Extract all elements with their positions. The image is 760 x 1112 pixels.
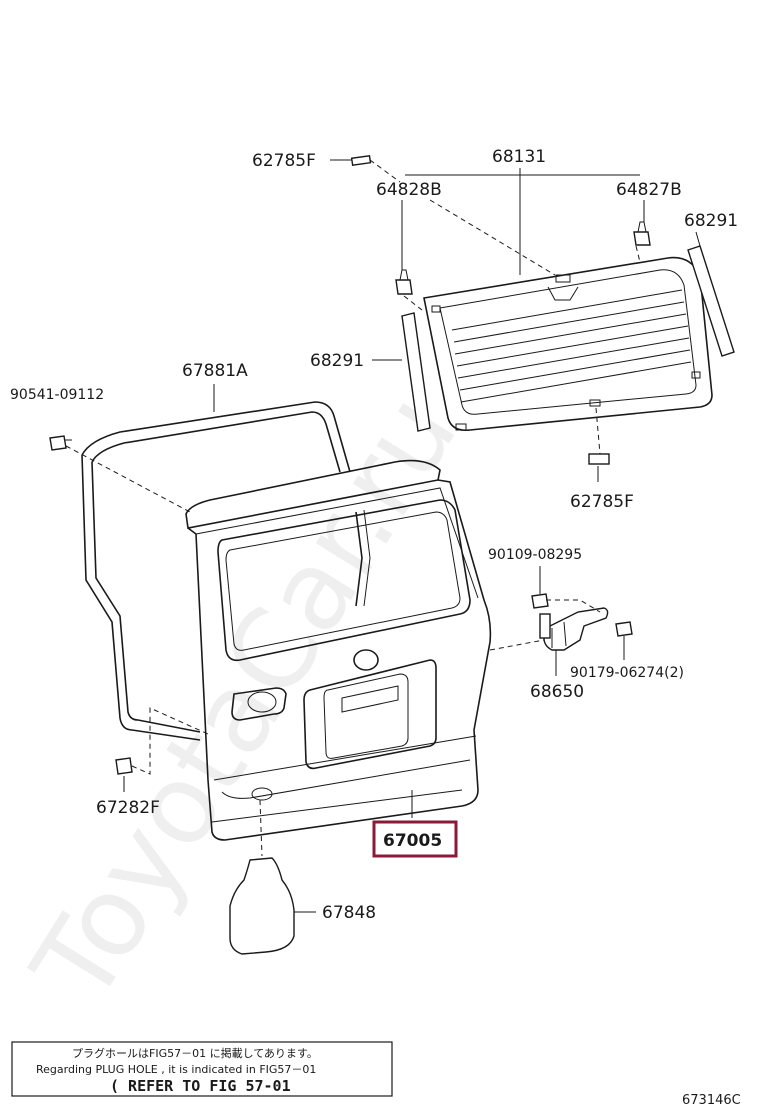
label-67282f: 67282F: [96, 798, 160, 818]
label-67881a: 67881A: [182, 361, 248, 381]
back-door-panel: [185, 459, 492, 841]
nut-90179: [615, 621, 633, 637]
figure-code: 673146C: [682, 1093, 741, 1108]
note-box: [11, 1041, 393, 1097]
spacer-62785f-top: [350, 154, 372, 167]
label-64827b: 64827B: [616, 180, 682, 200]
cushion-67282f: [115, 757, 133, 775]
label-62785f-top: 62785F: [252, 151, 316, 171]
note-line-en: Regarding PLUG HOLE , it is indicated in…: [36, 1063, 316, 1076]
bolt-90541: [49, 435, 72, 451]
label-64828b: 64828B: [376, 180, 442, 200]
label-62785f-bottom: 62785F: [570, 492, 634, 512]
cover-67848: [229, 857, 295, 955]
label-67848: 67848: [322, 903, 376, 923]
left-moulding: [401, 312, 431, 432]
label-90541-09112: 90541-09112: [10, 387, 104, 403]
label-68291-left: 68291: [310, 351, 364, 371]
leader-lines: [65, 159, 701, 913]
label-90179-06274: 90179-06274(2): [570, 665, 684, 681]
right-moulding: [687, 245, 735, 357]
label-67005-highlight-box: [372, 820, 458, 858]
label-68650: 68650: [530, 682, 584, 702]
hinge-68650: [539, 607, 609, 651]
bolt-90109: [531, 593, 549, 609]
label-67005[interactable]: 67005: [383, 831, 442, 851]
clip-64827b: [633, 221, 651, 246]
label-90109-08295: 90109-08295: [488, 547, 582, 563]
rear-window-glass: [423, 256, 713, 432]
weatherstrip: [81, 401, 351, 741]
note-line-jp: プラグホールはFIG57－01 に掲載してあります。: [72, 1046, 318, 1060]
label-68131: 68131: [492, 147, 546, 167]
spacer-62785f-bottom: [588, 453, 610, 465]
label-68291-right: 68291: [684, 211, 738, 231]
clip-64828b: [395, 269, 413, 295]
note-line-refer: ( REFER TO FIG 57-01: [110, 1077, 291, 1095]
